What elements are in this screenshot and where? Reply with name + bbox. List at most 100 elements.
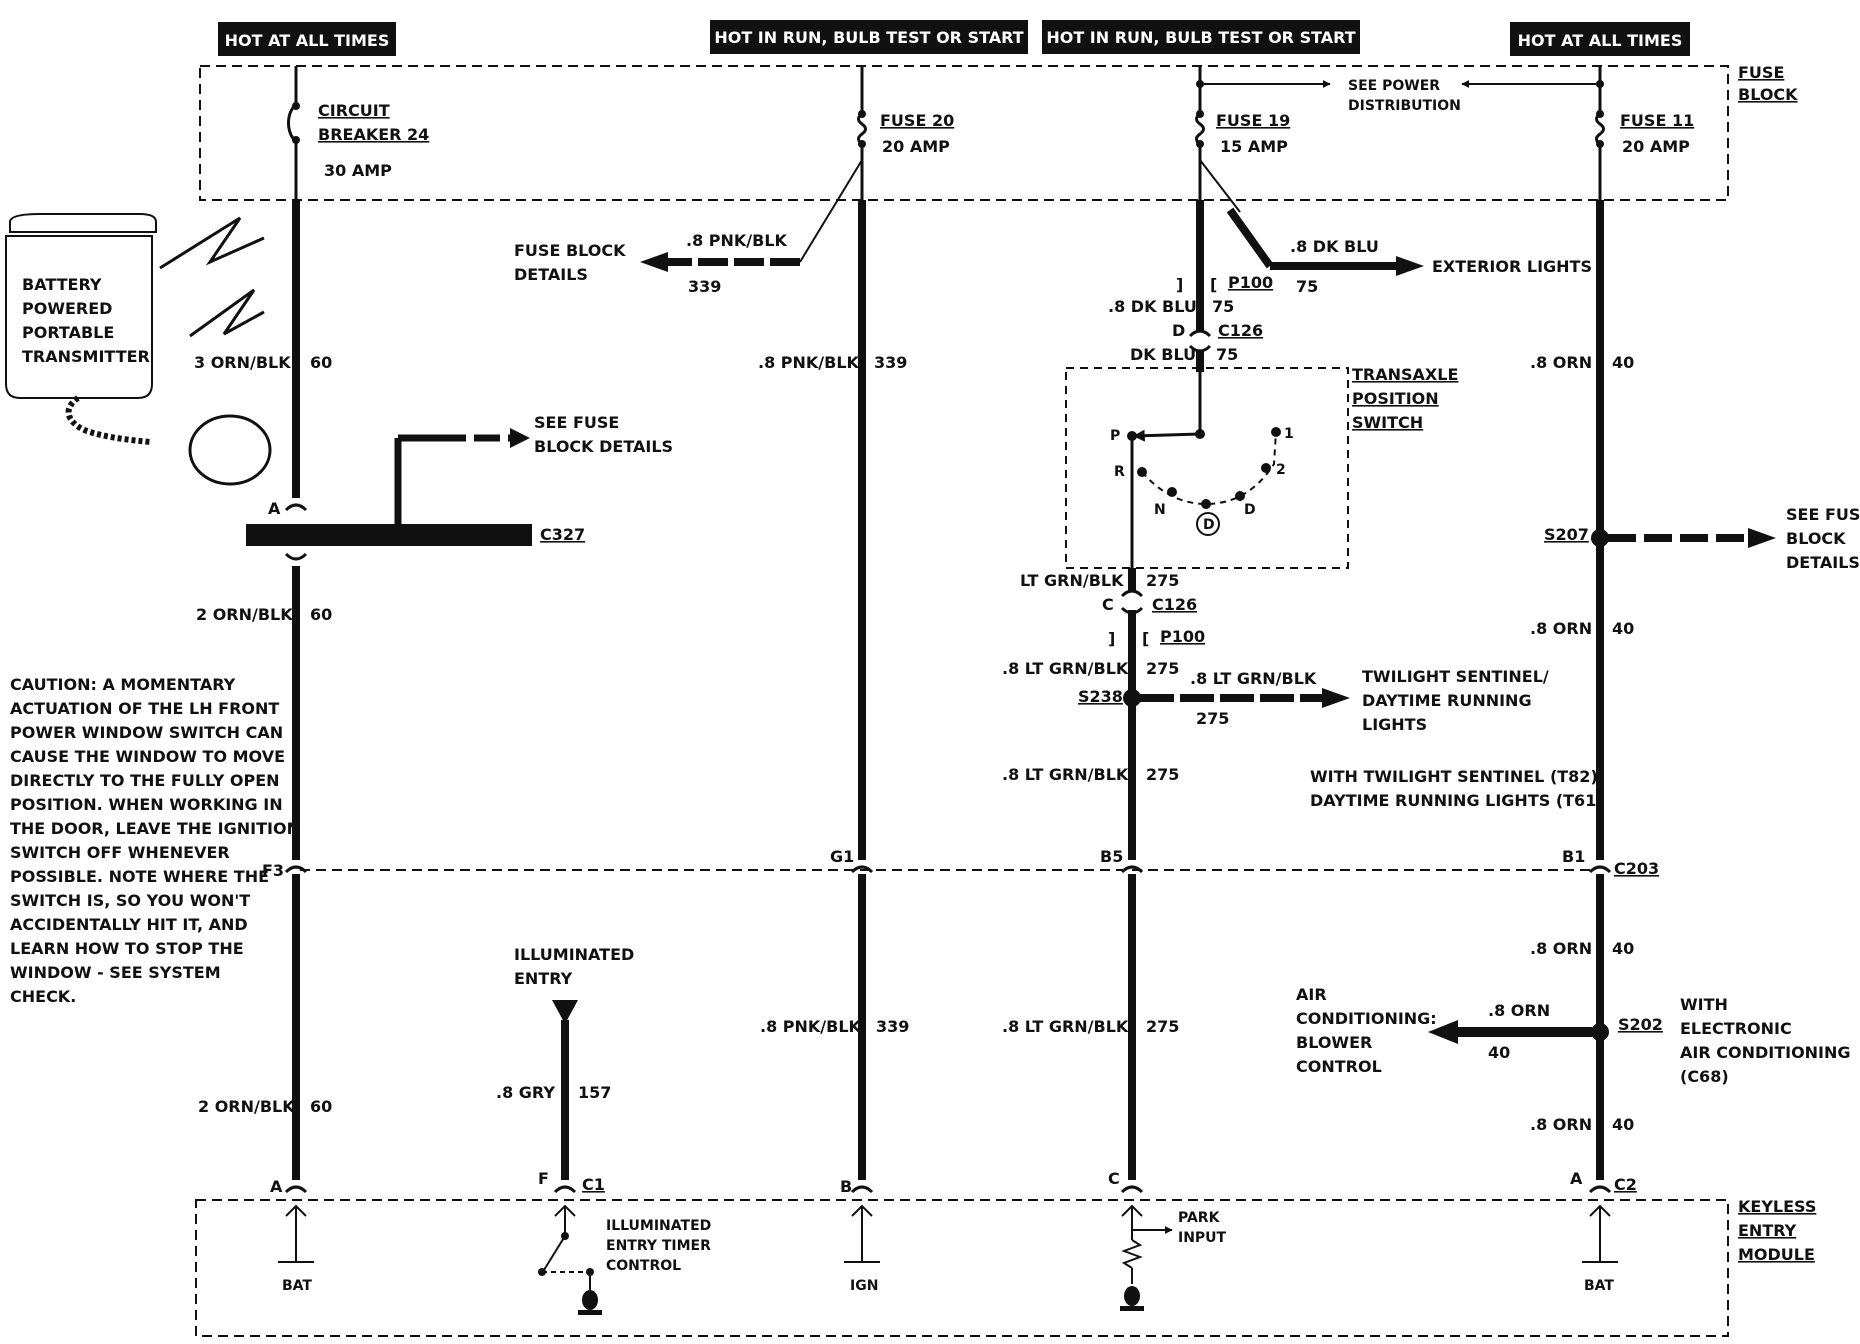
transmitter-label: BATTERY [22,275,102,294]
illuminated-entry-timer-switch [538,1204,602,1315]
wire-num-40-d: 40 [1612,1115,1634,1134]
wire-label-339-branch: .8 PNK/BLK [686,231,788,250]
wire-num-60-mid: 60 [310,605,332,624]
ac-blower-dest-3: BLOWER [1296,1033,1372,1052]
fuse-11-label: FUSE 11 [1620,111,1694,130]
battery-powered-transmitter [5,213,272,486]
fuse-block-label-2: BLOCK [1738,85,1798,104]
power-label-hot-in-run-fuse20: HOT IN RUN, BULB TEST OR START [710,20,1028,54]
power-label-hot-at-all-times-right: HOT AT ALL TIMES [1510,22,1690,56]
connector-bracket-p100-top-2: [ [1210,275,1217,294]
park-input-label: PARK [1178,1210,1221,1226]
svg-text:HOT AT ALL TIMES: HOT AT ALL TIMES [1518,31,1683,50]
connector-c203: C203 [1614,859,1659,878]
c126-d-pin: D [1172,321,1185,340]
module-bat-input-left [278,1204,314,1263]
module-connector-c2: C2 [1614,1175,1637,1194]
wire-label-275-b: .8 LT GRN/BLK [1002,659,1129,678]
fuse-block-details-dest: FUSE BLOCK [514,241,626,260]
fuse-20-label: FUSE 20 [880,111,954,130]
wire-num-40-a: 40 [1612,353,1634,372]
wire-num-40-b: 40 [1612,619,1634,638]
fuse-block-label: FUSE [1738,63,1784,82]
wire-num-40-c: 40 [1612,939,1634,958]
fuse-19-rating: 15 AMP [1220,137,1288,156]
transaxle-selector [1127,372,1281,568]
transmitter-label-3: PORTABLE [22,323,114,342]
module-connector-c1: C1 [582,1175,605,1194]
wire-label-60-bot: 2 ORN/BLK [198,1097,295,1116]
wire-num-275-d: 275 [1146,1017,1179,1036]
splice-s202: S202 [1618,1015,1663,1034]
svg-text:THE DOOR, LEAVE THE IGNITION: THE DOOR, LEAVE THE IGNITION [10,819,300,838]
wire-num-60-bot: 60 [310,1097,332,1116]
transmitter-label-2: POWERED [22,299,112,318]
module-pin-c: C [1108,1169,1120,1188]
twilight-option-note: WITH TWILIGHT SENTINEL (T82)/ [1310,767,1604,786]
transaxle-title-3: SWITCH [1352,413,1423,432]
c203-pin-g1: G1 [830,847,854,866]
keyless-entry-module-outline [195,1199,1729,1337]
power-label-hot-in-run-fuse19: HOT IN RUN, BULB TEST OR START [1042,20,1360,54]
ac-blower-dest-2: CONDITIONING: [1296,1009,1437,1028]
wire-num-75-branch: 75 [1296,277,1318,296]
power-label-hot-at-all-times-left: HOT AT ALL TIMES [218,22,396,56]
wire-num-339-branch: 339 [688,277,721,296]
module-pin-f: F [538,1169,549,1188]
twilight-sentinel-dest: TWILIGHT SENTINEL/ [1362,667,1549,686]
wire-label-40-d: .8 ORN [1530,1115,1592,1134]
wire-label-275-d: .8 LT GRN/BLK [1002,1017,1129,1036]
wire-label-75-a: .8 DK BLU [1108,297,1197,316]
module-pin-a-right: A [1570,1169,1583,1188]
svg-text:CAUTION: A MOMENTARY: CAUTION: A MOMENTARY [10,675,236,694]
svg-text:POSITION. WHEN WORKING IN: POSITION. WHEN WORKING IN [10,795,283,814]
ac-option-note-4: (C68) [1680,1067,1729,1086]
connector-bracket-p100-bot-2: [ [1142,629,1149,648]
module-bat-right: BAT [1584,1278,1614,1294]
wire-label-60-mid: 2 ORN/BLK [196,605,293,624]
fuse-20 [857,66,867,200]
pos-1: 1 [1284,426,1294,442]
c203-pin-f3: F3 [262,861,284,880]
module-ign: IGN [850,1278,878,1294]
c126-c-pin: C [1102,595,1114,614]
wire-num-275-c: 275 [1146,765,1179,784]
pos-d: D [1244,502,1256,518]
svg-text:WINDOW - SEE SYSTEM: WINDOW - SEE SYSTEM [10,963,221,982]
connector-c327 [246,428,532,546]
connector-bracket-p100-top: ] [1176,275,1183,294]
module-park-input [1120,1204,1173,1311]
wire-label-339-top: .8 PNK/BLK [758,353,860,372]
wire-num-157: 157 [578,1083,611,1102]
wire-label-40-b: .8 ORN [1530,619,1592,638]
ac-option-note-3: AIR CONDITIONING [1680,1043,1851,1062]
ac-blower-dest: AIR [1296,985,1327,1004]
park-input-label-2: INPUT [1178,1230,1227,1246]
see-power-distribution-2: DISTRIBUTION [1348,98,1461,114]
svg-text:SWITCH IS, SO YOU WON'T: SWITCH IS, SO YOU WON'T [10,891,250,910]
timer-control-label-3: CONTROL [606,1258,681,1274]
transaxle-title: TRANSAXLE [1352,365,1458,384]
wire-label-60-top: 3 ORN/BLK [194,353,291,372]
svg-text:POWER WINDOW SWITCH CAN: POWER WINDOW SWITCH CAN [10,723,283,742]
pos-r: R [1114,464,1125,480]
caution-note: CAUTION: A MOMENTARY ACTUATION OF THE LH… [10,675,300,1006]
wire-num-60-top: 60 [310,353,332,372]
wire-num-275-branch: 275 [1196,709,1229,728]
wire-num-75-a: 75 [1212,297,1234,316]
module-bat-input-right [1582,1204,1618,1263]
pos-d-circled: D [1203,517,1215,533]
connector-bracket-p100-bot: ] [1108,629,1115,648]
fuse-11-rating: 20 AMP [1622,137,1690,156]
keyless-entry-module-label-3: MODULE [1738,1245,1815,1264]
exterior-lights-dest: EXTERIOR LIGHTS [1432,257,1592,276]
wire-circuit-60 [284,200,308,1194]
module-ign-input [844,1204,880,1263]
svg-text:POSSIBLE. NOTE WHERE THE: POSSIBLE. NOTE WHERE THE [10,867,269,886]
timer-control-label: ILLUMINATED [606,1218,711,1234]
connector-c327-label: C327 [540,525,585,544]
ac-blower-dest-4: CONTROL [1296,1057,1382,1076]
svg-text:ACCIDENTALLY HIT IT, AND: ACCIDENTALLY HIT IT, AND [10,915,248,934]
wire-label-275-c: .8 LT GRN/BLK [1002,765,1129,784]
see-fuse-block-details-left: SEE FUSE [534,413,619,432]
